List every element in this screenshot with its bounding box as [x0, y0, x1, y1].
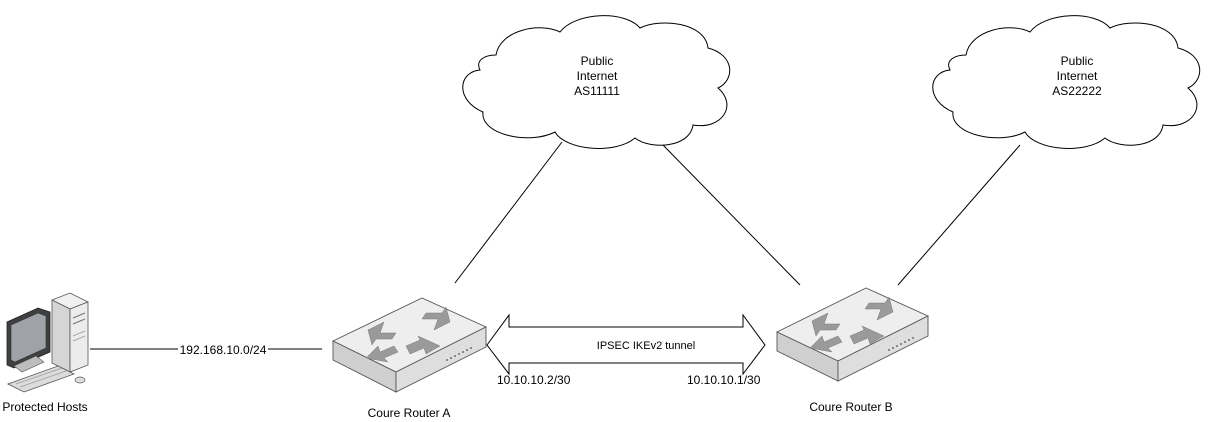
router-b: Coure Router B 10.10.10.1/30	[687, 287, 930, 414]
subnet-label: 192.168.10.0/24	[180, 343, 267, 357]
tunnel-double-arrow	[486, 313, 766, 376]
cloud-a-line-3: AS11111	[574, 84, 620, 98]
cloud-as22222: Public Internet AS22222	[932, 15, 1201, 149]
link-router-b-to-cloud-b	[897, 144, 1021, 286]
router-switch-icon	[775, 287, 930, 382]
router-switch-icon	[331, 297, 488, 393]
ipsec-tunnel: IPSEC IKEv2 tunnel	[486, 313, 766, 376]
cloud-as11111: Public Internet AS11111	[462, 15, 731, 149]
router-b-tunnel-ip: 10.10.10.1/30	[687, 373, 761, 387]
subnet-label-bg	[178, 342, 268, 356]
router-a: Coure Router A 10.10.10.2/30	[331, 297, 571, 420]
cloud-icon	[932, 15, 1201, 149]
desktop-computer-icon	[6, 292, 89, 393]
cloud-b-line-3: AS22222	[1052, 84, 1102, 98]
cloud-b-line-1: Public	[1061, 54, 1094, 68]
cloud-b-line-2: Internet	[1057, 69, 1098, 83]
protected-hosts-label: Protected Hosts	[2, 400, 87, 414]
protected-hosts: Protected Hosts	[2, 292, 89, 414]
link-router-b-to-cloud-a	[662, 144, 801, 286]
router-b-label: Coure Router B	[809, 400, 892, 414]
tunnel-label: IPSEC IKEv2 tunnel	[597, 340, 695, 352]
cloud-a-line-2: Internet	[577, 69, 618, 83]
router-a-label: Coure Router A	[368, 406, 451, 420]
link-router-a-to-cloud-a	[454, 141, 563, 284]
router-a-tunnel-ip: 10.10.10.2/30	[497, 373, 571, 387]
cloud-icon	[462, 15, 731, 149]
cloud-a-line-1: Public	[581, 54, 614, 68]
